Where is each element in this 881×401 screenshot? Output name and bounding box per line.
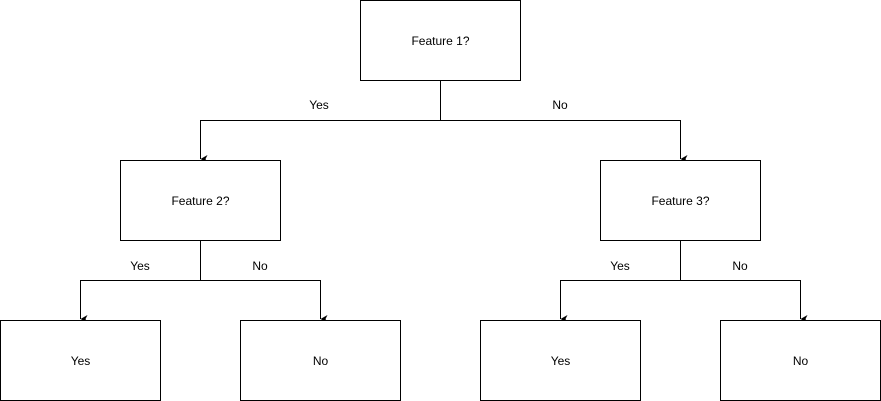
leaf-node-2-label: No [312, 353, 329, 368]
leaf-node-1: Yes [0, 320, 161, 401]
connector-feature2-to-leaf1 [80, 241, 201, 323]
connector-feature3-to-leaf3 [560, 241, 681, 323]
node-feature-2-label: Feature 2? [171, 193, 230, 208]
node-feature-3-label: Feature 3? [651, 193, 710, 208]
node-feature-1: Feature 1? [360, 0, 521, 81]
edge-label-root-no: No [552, 98, 568, 112]
leaf-node-2: No [240, 320, 401, 401]
connector-root-to-feature3 [440, 120, 688, 163]
connector-feature2-to-leaf2 [200, 280, 328, 323]
leaf-node-4-label: No [792, 353, 809, 368]
connector-root-to-feature2 [200, 81, 441, 163]
node-feature-3: Feature 3? [600, 160, 761, 241]
node-feature-1-label: Feature 1? [411, 33, 470, 48]
edge-label-feature3-no: No [732, 259, 748, 273]
edge-label-feature2-no: No [252, 259, 268, 273]
node-feature-2: Feature 2? [120, 160, 281, 241]
connector-feature3-to-leaf4 [680, 280, 808, 323]
leaf-node-3-label: Yes [550, 353, 571, 368]
leaf-node-1-label: Yes [70, 353, 91, 368]
leaf-node-3: Yes [480, 320, 641, 401]
edge-label-feature2-yes: Yes [130, 259, 150, 273]
leaf-node-4: No [720, 320, 881, 401]
edge-label-feature3-yes: Yes [610, 259, 630, 273]
edge-label-root-yes: Yes [309, 98, 329, 112]
